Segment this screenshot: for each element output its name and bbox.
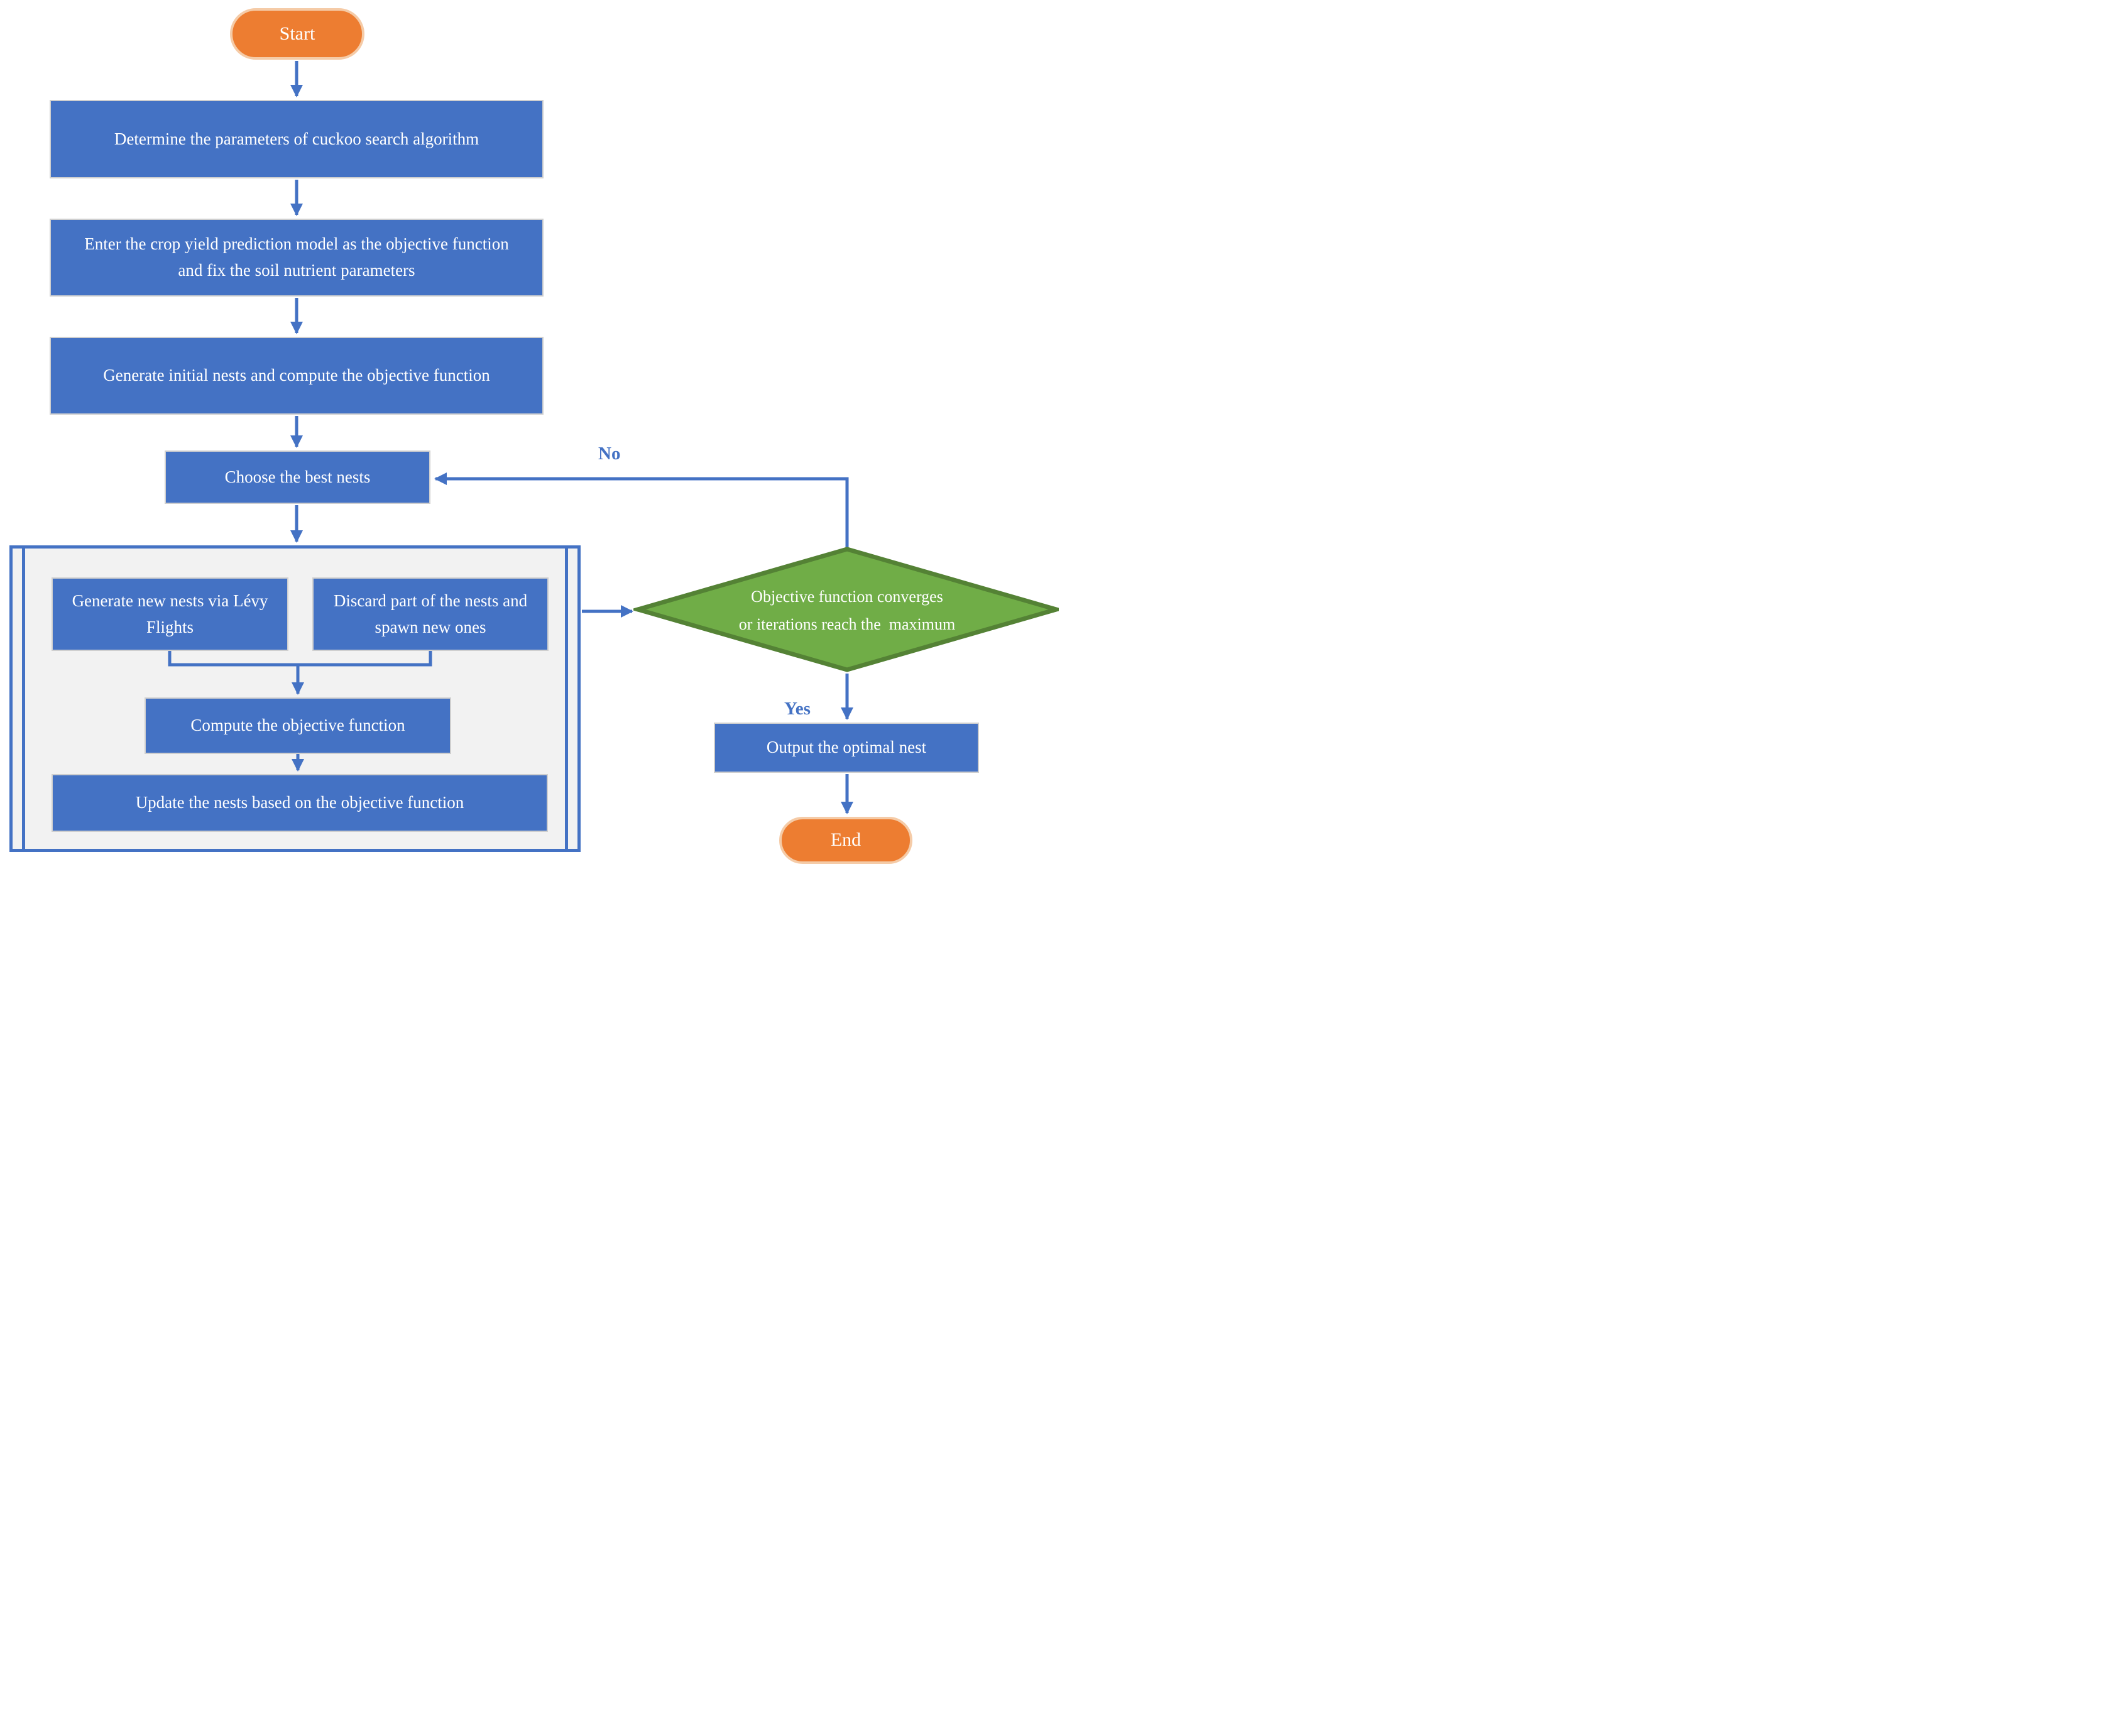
subprocess-right-bar-icon bbox=[565, 549, 568, 849]
process-compute-objective: Compute the objective function bbox=[145, 697, 451, 754]
end-terminal: End bbox=[779, 817, 912, 864]
process-output-optimal-nest: Output the optimal nest bbox=[714, 723, 979, 773]
process-update-nests: Update the nests based on the objective … bbox=[52, 774, 548, 832]
process-discard-nests: Discard part of the nests and spawn new … bbox=[312, 577, 549, 651]
flowchart-canvas: Objective function converges or iteratio… bbox=[0, 0, 1059, 868]
start-terminal: Start bbox=[230, 8, 364, 60]
edge-label-no: No bbox=[598, 444, 621, 464]
process-enter-prediction-model: Enter the crop yield prediction model as… bbox=[50, 219, 544, 297]
edge-decision-no-loop bbox=[434, 472, 849, 549]
process-choose-best-nests: Choose the best nests bbox=[165, 450, 430, 504]
process-determine-parameters: Determine the parameters of cuckoo searc… bbox=[50, 100, 544, 178]
edge-label-yes: Yes bbox=[784, 699, 811, 719]
decision-label: Objective function converges or iteratio… bbox=[738, 587, 956, 633]
flow-connectors bbox=[168, 61, 853, 814]
process-generate-initial-nests: Generate initial nests and compute the o… bbox=[50, 337, 544, 415]
process-levy-flights: Generate new nests via Lévy Flights bbox=[52, 577, 288, 651]
subprocess-left-bar-icon bbox=[22, 549, 25, 849]
decision-diamond bbox=[633, 547, 1059, 672]
